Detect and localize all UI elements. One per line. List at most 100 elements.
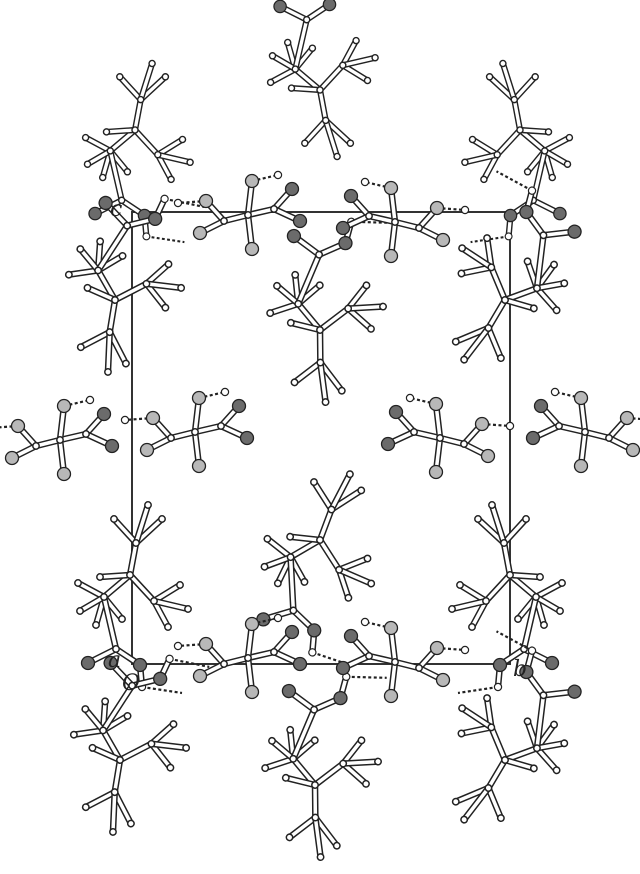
bond-core — [512, 97, 522, 132]
bond-core — [102, 573, 132, 599]
carbon-atom — [316, 326, 324, 334]
bond-core — [34, 438, 62, 448]
bond-core — [503, 286, 539, 302]
carbon-atom — [457, 269, 466, 278]
hydrogen-bond — [141, 685, 183, 695]
oxygen-atom — [292, 213, 308, 229]
carbon-atom — [550, 720, 559, 729]
bond-core — [72, 728, 105, 737]
oxygen-atom — [322, 0, 337, 12]
hydrogen-atom — [142, 232, 151, 241]
bond-core — [463, 153, 499, 164]
carbon-atom — [311, 813, 320, 822]
carbon-atom — [550, 260, 559, 269]
nitrogen-atom — [383, 620, 399, 636]
bond-core — [291, 757, 317, 787]
bond-core — [462, 326, 491, 362]
carbon-atom — [316, 86, 324, 94]
nitrogen-atom — [383, 248, 399, 264]
carbon-atom — [362, 281, 371, 290]
nitrogen-atom — [480, 448, 496, 464]
bond-core — [341, 38, 358, 67]
carbon-atom — [182, 743, 191, 752]
nitrogen-atom — [474, 416, 490, 432]
hydrogen-atom — [160, 194, 169, 204]
oxygen-atom — [519, 204, 534, 220]
bond-core — [288, 535, 322, 542]
carbon-atom — [363, 76, 372, 85]
planar-molecule-8 — [335, 617, 470, 704]
bulky-molecule-4 — [64, 194, 205, 376]
carbon-atom — [316, 536, 324, 544]
hydrogen-atom — [504, 232, 513, 241]
carbon-atom — [300, 577, 309, 586]
bond-core — [470, 137, 499, 157]
carbon-atom — [169, 720, 178, 729]
bond-core — [193, 424, 223, 434]
hydrogen-bond — [495, 630, 533, 652]
bond-core — [78, 247, 100, 273]
hydrogen-bond — [436, 206, 466, 212]
carbon-atom — [167, 175, 175, 184]
hydrogen-bond — [364, 620, 392, 630]
carbon-atom — [532, 593, 540, 601]
hydrogen-bond — [124, 416, 154, 422]
hydrogen-bond — [436, 646, 466, 652]
hydrogen-bond — [554, 390, 582, 400]
oxygen-atom — [284, 624, 300, 640]
bond-core — [288, 538, 322, 559]
hydrogen-bond — [177, 199, 207, 205]
bond-core — [324, 118, 339, 159]
bond-core — [112, 517, 138, 545]
bond-core — [152, 583, 182, 603]
bond-core — [128, 541, 138, 577]
bond-core — [534, 581, 564, 599]
bond-core — [84, 790, 117, 809]
carbon-atom — [483, 234, 492, 243]
bond-core — [503, 298, 536, 311]
nitrogen-atom — [192, 225, 208, 241]
carbon-atom — [76, 245, 85, 254]
carbon-atom — [83, 283, 92, 292]
bulky-molecule-11 — [451, 630, 582, 824]
bond-core — [489, 725, 507, 762]
bond-core — [341, 761, 368, 786]
bond-core — [292, 360, 323, 385]
carbon-atom — [311, 781, 319, 789]
carbon-atom — [496, 354, 505, 363]
carbon-atom — [283, 38, 292, 47]
carbon-atom — [337, 386, 346, 395]
oxygen-atom — [307, 623, 322, 638]
bond-core — [313, 783, 318, 820]
carbon-atom — [261, 764, 270, 773]
oxygen-atom — [153, 671, 168, 686]
carbon-atom — [391, 658, 399, 666]
hydrogen-atom — [493, 682, 503, 692]
bond-core — [318, 88, 328, 123]
carbon-atom — [539, 231, 548, 240]
bond-core — [486, 326, 503, 360]
bond-core — [337, 556, 370, 572]
hydrogen-atom — [173, 641, 183, 651]
carbon-atom — [461, 158, 469, 167]
hydrogen-atom — [273, 613, 283, 623]
bond-core — [268, 302, 300, 315]
carbon-atom — [460, 815, 469, 824]
carbon-atom — [558, 579, 566, 587]
bond-core — [522, 595, 538, 651]
oxygen-atom — [103, 655, 118, 671]
carbon-atom — [456, 581, 464, 589]
axis-label-c: c — [110, 197, 122, 222]
carbon-atom — [458, 244, 467, 253]
carbon-atom — [529, 304, 538, 313]
carbon-atom — [544, 128, 553, 136]
oxygen-atom — [567, 224, 582, 239]
oxygen-atom — [96, 406, 112, 422]
bond-core — [367, 654, 397, 664]
carbon-atom — [144, 501, 152, 509]
bond-core — [83, 135, 112, 153]
carbon-atom — [74, 579, 82, 587]
carbon-atom — [482, 597, 490, 605]
hydrogen-bond — [251, 616, 279, 626]
